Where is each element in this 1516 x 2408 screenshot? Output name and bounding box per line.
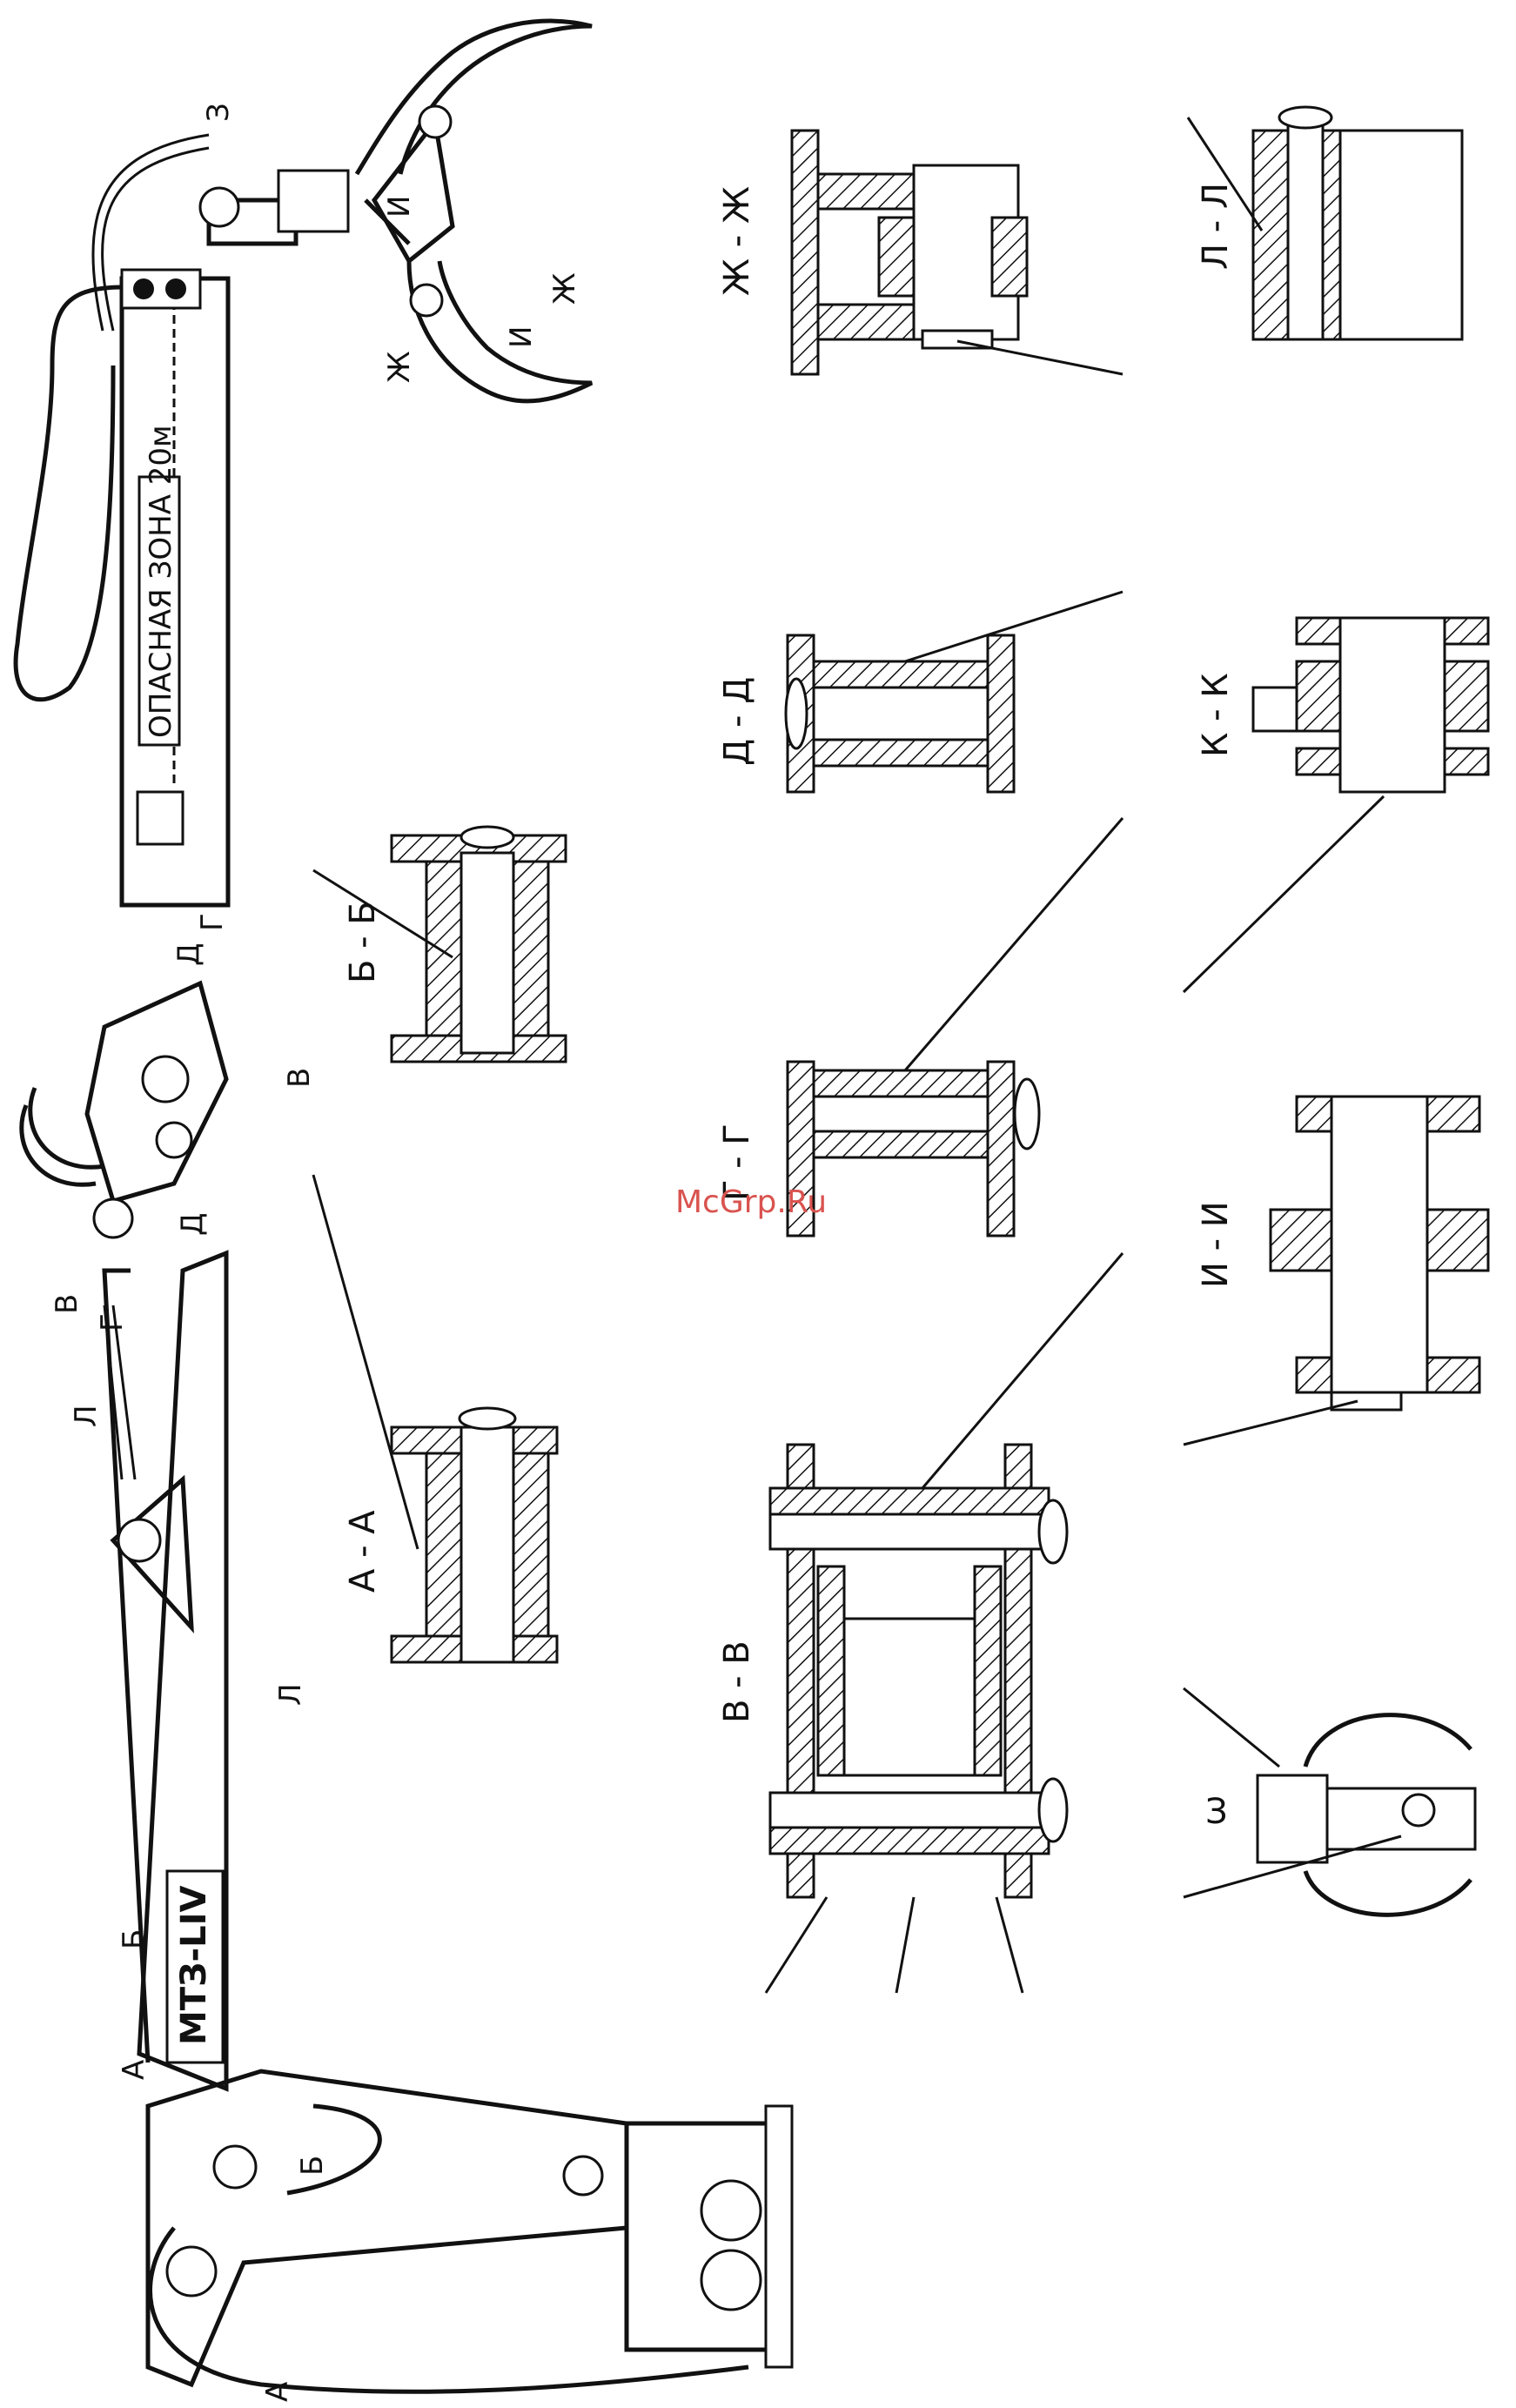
- cut-mark-l2: Л: [273, 1683, 308, 1706]
- danger-zone-label: ОПАСНАЯ ЗОНА 20м: [144, 425, 178, 738]
- cut-mark-v1: В: [282, 1068, 317, 1088]
- section-title-a: А - А: [343, 1510, 383, 1593]
- cut-mark-d2: Д: [175, 1212, 210, 1236]
- lower-boom: МТЗ-LIV: [104, 1253, 226, 2089]
- cut-mark-zh1: Ж: [547, 272, 582, 305]
- section-l: Л - Л: [1188, 107, 1462, 339]
- boom-bracket: [138, 792, 183, 844]
- section-title-v: В - В: [717, 1640, 757, 1723]
- section-k: К - К: [1184, 618, 1488, 992]
- model-label: МТЗ-LIV: [174, 1886, 214, 2045]
- cut-mark-b1: Б: [117, 1929, 151, 1949]
- cut-mark-zh2: Ж: [382, 351, 417, 383]
- section-title-d: Д - Д: [717, 677, 757, 766]
- cut-mark-g2: Г: [95, 1313, 130, 1331]
- cut-marks: З И И Ж Ж Г Д В Д В Г Л Л Б А Б А: [50, 103, 582, 2402]
- section-title-b: Б - Б: [343, 901, 383, 983]
- cut-mark-a2: А: [260, 2382, 295, 2402]
- section-b: Б - Б: [313, 827, 566, 1062]
- section-g: Г - Г: [717, 818, 1123, 1236]
- section-zh: Ж - Ж: [717, 131, 1123, 374]
- rotator-block: [1258, 1775, 1327, 1862]
- cut-mark-i2: И: [504, 326, 539, 348]
- section-title-l: Л - Л: [1196, 183, 1236, 270]
- cut-mark-a1: А: [117, 2060, 151, 2080]
- section-d: Д - Д: [717, 592, 1123, 792]
- section-title-z: З: [1205, 1792, 1228, 1832]
- cut-mark-b2: Б: [295, 2156, 330, 2176]
- cut-mark-d1: Д: [171, 942, 206, 966]
- watermark: McGrp.Ru: [675, 1184, 827, 1220]
- cut-mark-z-top: З: [201, 103, 236, 122]
- section-a: А - А: [313, 1175, 557, 1662]
- section-v: В - В: [717, 1253, 1123, 1993]
- knuckle-joint: [22, 983, 226, 1238]
- cut-mark-i1: И: [382, 196, 417, 218]
- section-i: И - И: [1184, 1097, 1488, 1445]
- section-z: З: [1184, 1688, 1475, 1915]
- base-column: [148, 2071, 792, 2391]
- cut-mark-l1: Л: [69, 1405, 104, 1427]
- cut-mark-g1: Г: [195, 913, 230, 931]
- section-title-k: К - К: [1196, 673, 1236, 757]
- upper-boom: ОПАСНАЯ ЗОНА 20м: [16, 135, 348, 905]
- cut-mark-v2: В: [50, 1294, 84, 1314]
- rotator: [278, 171, 348, 231]
- section-title-i: И - И: [1196, 1201, 1236, 1288]
- section-title-zh: Ж - Ж: [717, 186, 757, 296]
